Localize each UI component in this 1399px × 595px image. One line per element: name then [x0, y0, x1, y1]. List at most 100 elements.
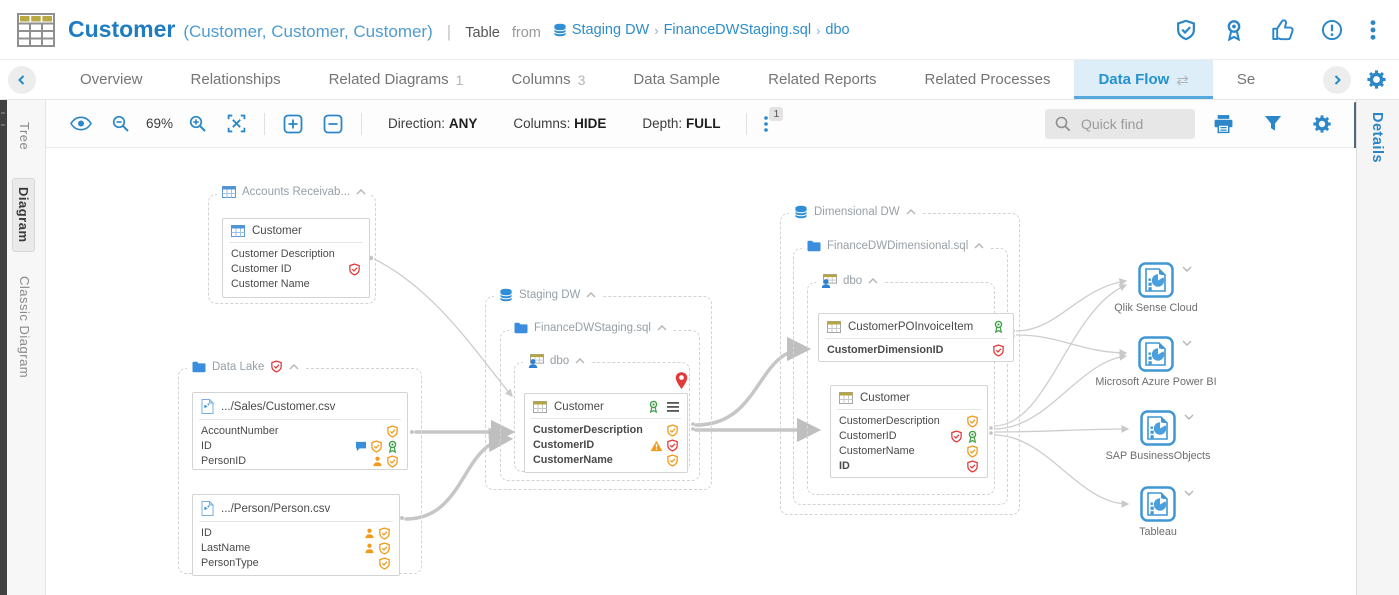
zoom-in-icon[interactable] [179, 115, 217, 133]
expand-chevron-icon[interactable] [1184, 414, 1194, 420]
column-row[interactable]: ID [201, 526, 391, 541]
collapse-chevron-icon[interactable] [906, 209, 916, 215]
quick-find-box[interactable] [1045, 108, 1195, 139]
group-dimensional-dw[interactable]: Dimensional DW [780, 205, 1020, 515]
column-row[interactable]: CustomerDimensionID [827, 343, 1005, 358]
collapse-chevron-icon[interactable] [657, 325, 667, 331]
tab-settings-truncated[interactable]: Se [1236, 71, 1256, 88]
bi-node-label: SAP BusinessObjects [1105, 450, 1211, 462]
certified-shield-icon[interactable] [1175, 19, 1197, 41]
details-panel-tab[interactable]: Details [1369, 112, 1385, 164]
group-dimensional-schema-dbo[interactable]: dbo [807, 274, 995, 495]
comment-icon [355, 441, 367, 452]
breadcrumb-script[interactable]: FinanceDWStaging.sql [663, 22, 812, 38]
tab-related-processes[interactable]: Related Processes [924, 71, 1051, 88]
bi-node-power-bi[interactable]: Microsoft Azure Power BI [1095, 336, 1217, 388]
column-row[interactable]: CustomerName [533, 453, 679, 468]
group-accounts-receivable[interactable]: Accounts Receivab... [208, 186, 376, 304]
columns-setting[interactable]: Columns: HIDE [513, 116, 607, 131]
group-dimensional-sql[interactable]: FinanceDWDimensional.sql [793, 240, 1008, 505]
bi-node-label: Tableau [1139, 526, 1177, 538]
node-dimensional-customer[interactable]: Customer CustomerDescription CustomerID … [830, 385, 988, 478]
visibility-eye-icon[interactable] [60, 116, 102, 131]
direction-setting[interactable]: Direction: ANY [388, 116, 478, 131]
tabs-scroll-right-button[interactable] [1323, 66, 1351, 94]
data-flow-canvas[interactable]: Accounts Receivab... Customer Customer D… [46, 148, 1356, 595]
tab-overview[interactable]: Overview [80, 71, 143, 88]
filter-icon[interactable] [1254, 115, 1292, 132]
group-staging-sql[interactable]: FinanceDWStaging.sql [500, 322, 700, 481]
expand-chevron-icon[interactable] [1182, 340, 1192, 346]
quick-find-input[interactable] [1079, 114, 1179, 133]
column-row[interactable]: LastName [201, 541, 391, 556]
depth-setting[interactable]: Depth: FULL [642, 116, 721, 131]
collapse-chevron-icon[interactable] [575, 358, 585, 364]
tab-count: 1 [455, 71, 464, 88]
vertical-scrollbar-thumb[interactable] [1354, 102, 1357, 174]
node-menu-icon[interactable] [667, 402, 679, 412]
view-tab-classic-diagram[interactable]: Classic Diagram [17, 276, 32, 379]
collapse-chevron-icon[interactable] [586, 292, 596, 298]
expand-chevron-icon[interactable] [1184, 490, 1194, 496]
node-staging-customer[interactable]: Customer CustomerDescription CustomerID … [524, 393, 688, 473]
column-row[interactable]: CustomerID [839, 429, 979, 444]
bi-node-qlik-sense-cloud[interactable]: Qlik Sense Cloud [1114, 262, 1198, 314]
breadcrumb-schema[interactable]: dbo [825, 22, 850, 38]
column-row[interactable]: CustomerName [839, 444, 979, 459]
collapse-chevron-icon[interactable] [868, 278, 878, 284]
group-staging-dw[interactable]: Staging DW [485, 288, 712, 490]
collapse-chevron-icon[interactable] [356, 189, 366, 195]
page-header: Customer (Customer, Customer, Customer) … [0, 0, 1399, 60]
award-ribbon-icon[interactable] [1223, 19, 1245, 41]
table-icon [827, 321, 841, 333]
shield-check-red-icon [966, 460, 979, 473]
thumbs-up-icon[interactable] [1271, 18, 1295, 41]
column-row[interactable]: CustomerID [533, 438, 679, 453]
node-person-csv[interactable]: .../Person/Person.csv ID LastName Person… [192, 494, 400, 576]
column-row[interactable]: AccountNumber [201, 424, 399, 439]
shield-check-orange-icon [666, 424, 679, 437]
collapse-all-icon[interactable] [313, 114, 353, 134]
zoom-level-value[interactable]: 69% [146, 116, 174, 131]
fit-to-screen-icon[interactable] [217, 114, 256, 133]
collapse-chevron-icon[interactable] [289, 364, 299, 370]
tab-relationships[interactable]: Relationships [190, 71, 281, 88]
collapsed-left-rail[interactable] [0, 100, 7, 595]
zoom-out-icon[interactable] [102, 115, 140, 133]
alert-circle-icon[interactable] [1321, 19, 1343, 41]
breadcrumb-separator: › [654, 22, 659, 38]
bi-node-tableau[interactable]: Tableau [1139, 486, 1176, 538]
more-options-icon[interactable]: 1 [755, 106, 784, 133]
collapse-chevron-icon[interactable] [974, 243, 984, 249]
node-sales-customer-csv[interactable]: .../Sales/Customer.csv AccountNumber ID … [192, 392, 408, 470]
column-row[interactable]: PersonID [201, 454, 399, 469]
column-row[interactable]: CustomerDescription [533, 423, 679, 438]
column-row[interactable]: Customer Description [231, 248, 335, 260]
expand-all-icon[interactable] [273, 114, 313, 134]
column-row[interactable]: Customer ID [231, 262, 361, 277]
expand-chevron-icon[interactable] [1182, 266, 1192, 272]
node-ar-customer[interactable]: Customer Customer Description Customer I… [222, 218, 370, 298]
tab-data-flow[interactable]: Data Flow⇄ [1074, 60, 1214, 99]
column-row[interactable]: ID [839, 459, 979, 474]
database-icon [794, 205, 808, 219]
view-tab-tree[interactable]: Tree [17, 122, 32, 151]
column-row[interactable]: Customer Name [231, 278, 310, 290]
tabs-scroll-left-button[interactable] [8, 66, 36, 94]
breadcrumb-database[interactable]: Staging DW [571, 22, 650, 38]
tab-related-reports[interactable]: Related Reports [768, 71, 877, 88]
diagram-settings-gear-icon[interactable] [1302, 114, 1342, 134]
print-icon[interactable] [1203, 114, 1244, 134]
tab-data-sample[interactable]: Data Sample [633, 71, 721, 88]
bi-node-sap-businessobjects[interactable]: SAP BusinessObjects [1106, 410, 1210, 462]
column-row[interactable]: PersonType [201, 556, 391, 571]
column-row[interactable]: CustomerDescription [839, 414, 979, 429]
tabs-settings-gear-icon[interactable] [1366, 69, 1387, 90]
view-tab-diagram[interactable]: Diagram [12, 178, 35, 252]
more-vertical-icon[interactable] [1369, 19, 1377, 41]
node-customer-po-invoice-item[interactable]: CustomerPOInvoiceItem CustomerDimensionI… [818, 313, 1014, 362]
column-row[interactable]: ID [201, 439, 399, 454]
